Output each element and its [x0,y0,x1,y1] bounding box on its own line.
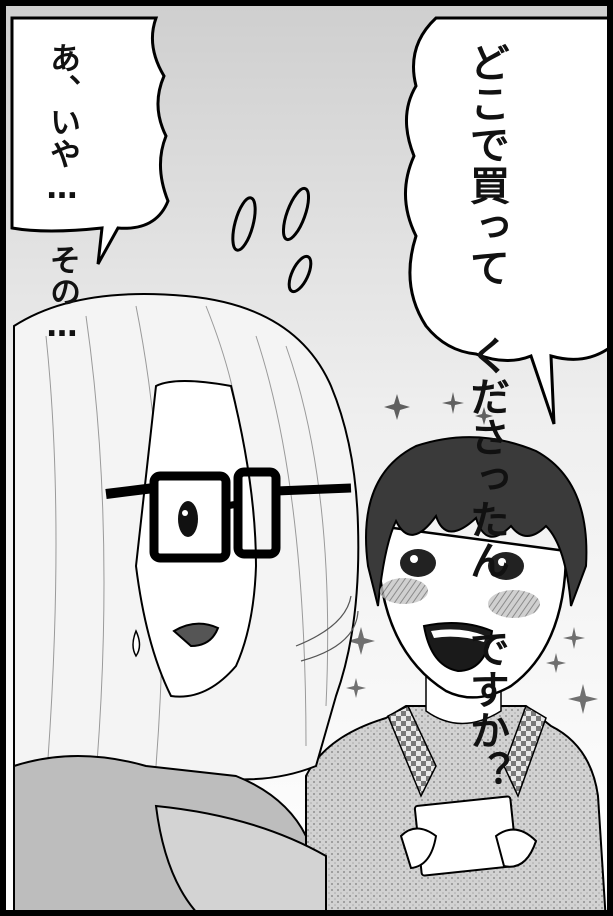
boy-eyes [400,549,524,580]
speech-right-line-1: どこで買って [463,42,509,288]
speech-bubble-right [404,16,607,425]
speech-right-line-2: くださったん [463,335,509,581]
speech-bubble-left [10,16,170,265]
boy-hands [399,827,538,870]
sweat-marks [231,186,313,294]
woman-sweat-drop [132,629,141,658]
speech-text-right: どこで買って くださったん ですか？ [461,42,511,792]
woman-face [134,380,258,698]
boy-collar [387,704,547,798]
speech-text-left: あ、いや… その… [42,42,82,345]
woman-eye [178,501,198,537]
woman-arm [154,804,327,910]
boy-hair [365,436,588,607]
boy-blush-left [380,578,428,604]
speech-left-line-2: その… [44,244,80,345]
manga-artwork [6,6,607,910]
speech-right-line-3: ですか？ [463,628,509,792]
woman-glasses [105,467,352,563]
sparkle-effects [346,392,598,714]
speech-left-line-1: あ、いや… [44,42,80,207]
boy-blush-right [488,590,540,618]
motion-lines [295,595,359,662]
woman-mouth [172,622,220,648]
